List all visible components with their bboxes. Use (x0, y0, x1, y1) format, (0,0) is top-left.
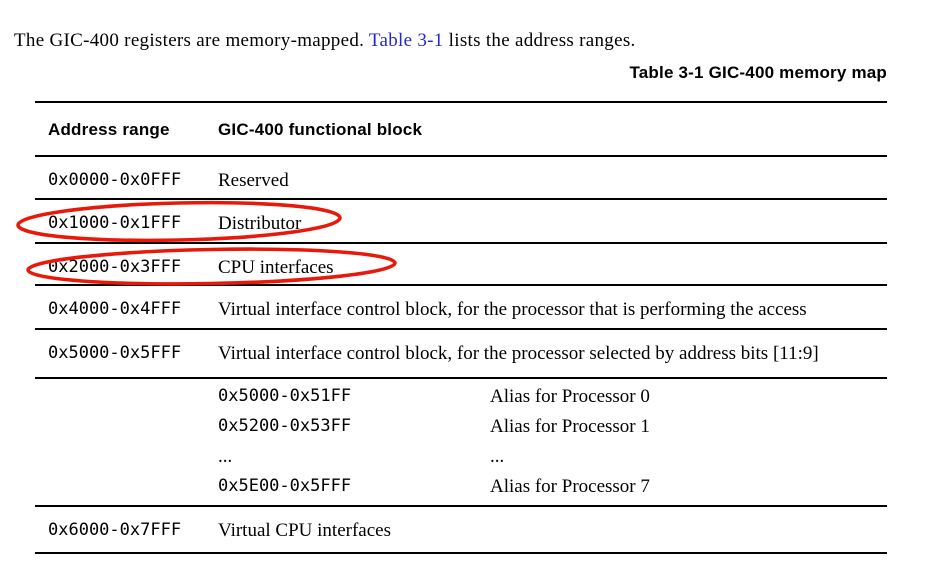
alias-address-cell: 0x5200-0x53FF (218, 416, 352, 436)
address-cell: 0x5000-0x5FFF (48, 343, 182, 363)
address-cell: 0x4000-0x4FFF (48, 299, 182, 319)
alias-row: 0x5000-0x51FF Alias for Processor 0 (35, 386, 887, 416)
table-row: 0x5000-0x5FFF Virtual interface control … (35, 328, 887, 377)
block-cell: Virtual CPU interfaces (218, 520, 391, 541)
alias-address-cell: 0x5E00-0x5FFF (218, 476, 352, 496)
table-row: 0x6000-0x7FFF Virtual CPU interfaces (35, 505, 887, 554)
address-cell: 0x6000-0x7FFF (48, 520, 182, 540)
alias-row: 0x5200-0x53FF Alias for Processor 1 (35, 416, 887, 446)
alias-row-ellipsis: ... ... (35, 446, 887, 476)
block-cell: Virtual interface control block, for the… (218, 343, 819, 364)
intro-paragraph: The GIC-400 registers are memory-mapped.… (14, 30, 914, 52)
table-row-cpu-interfaces: 0x2000-0x3FFF CPU interfaces (35, 242, 887, 284)
address-cell: 0x0000-0x0FFF (48, 170, 182, 190)
table-caption: Table 3-1 GIC-400 memory map (629, 63, 887, 82)
address-cell: 0x2000-0x3FFF (48, 257, 182, 277)
table-row: 0x4000-0x4FFF Virtual interface control … (35, 284, 887, 328)
intro-text-before: The GIC-400 registers are memory-mapped. (14, 30, 369, 51)
header-address-range: Address range (48, 120, 170, 139)
address-cell: 0x1000-0x1FFF (48, 213, 182, 233)
alias-description-cell: Alias for Processor 0 (490, 386, 650, 407)
alias-address-cell: 0x5000-0x51FF (218, 386, 352, 406)
alias-description-cell: ... (490, 446, 505, 467)
alias-description-cell: Alias for Processor 1 (490, 416, 650, 437)
block-cell: Reserved (218, 170, 289, 191)
table-row: 0x0000-0x0FFF Reserved (35, 155, 887, 198)
block-cell: Virtual interface control block, for the… (218, 299, 807, 320)
intro-text-after: lists the address ranges. (443, 30, 636, 51)
block-cell: CPU interfaces (218, 257, 334, 278)
table-row-distributor: 0x1000-0x1FFF Distributor (35, 198, 887, 242)
alias-row: 0x5E00-0x5FFF Alias for Processor 7 (35, 476, 887, 506)
alias-description-cell: Alias for Processor 7 (490, 476, 650, 497)
table-3-1-link[interactable]: Table 3-1 (368, 30, 444, 51)
block-cell: Distributor (218, 213, 302, 234)
table-header-row: Address range GIC-400 functional block (35, 101, 887, 155)
header-functional-block: GIC-400 functional block (218, 120, 423, 139)
memory-map-table: Address range GIC-400 functional block 0… (35, 101, 887, 554)
alias-sub-table: 0x5000-0x51FF Alias for Processor 0 0x52… (35, 377, 887, 505)
alias-address-cell: ... (218, 446, 233, 467)
